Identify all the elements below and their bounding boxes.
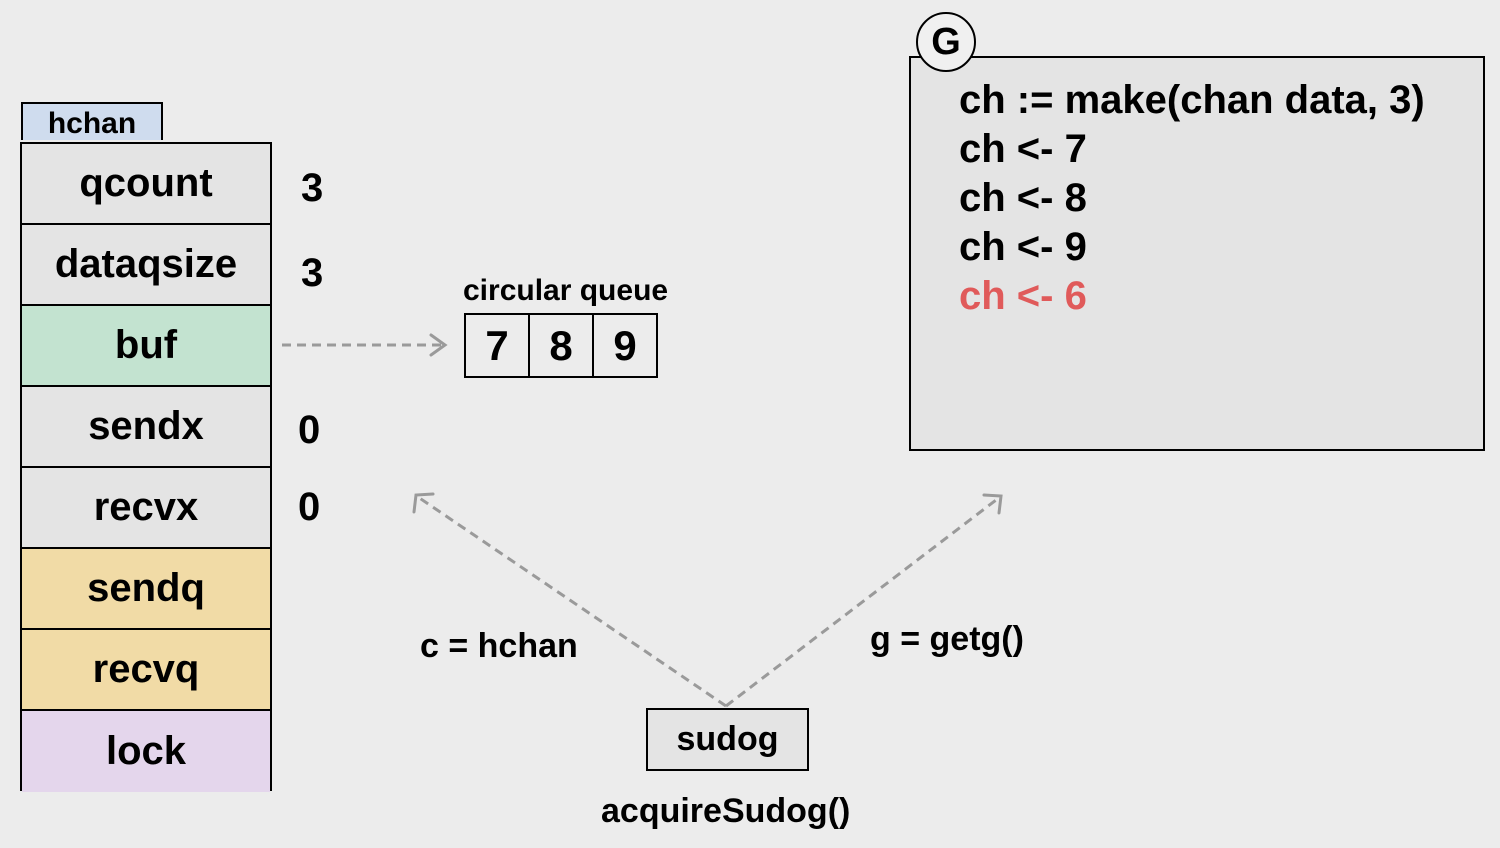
field-buf: buf (22, 306, 270, 387)
sudog-caption: acquireSudog() (601, 792, 851, 830)
hchan-tab: hchan (21, 102, 163, 140)
field-sendx: sendx (22, 387, 270, 468)
dataqsize-value: 3 (301, 251, 324, 295)
queue-cell: 8 (530, 315, 594, 376)
field-sendq: sendq (22, 549, 270, 630)
code-line-highlighted: ch <- 6 (959, 274, 1087, 318)
sendx-value: 0 (298, 408, 321, 452)
qcount-value: 3 (301, 166, 324, 210)
hchan-arrow-head (412, 492, 435, 514)
field-recvq: recvq (22, 630, 270, 711)
sudog-to-g-line (725, 495, 1001, 708)
sudog-box: sudog (646, 708, 809, 771)
field-qcount: qcount (22, 144, 270, 225)
circular-queue-label: circular queue (463, 274, 669, 307)
link-c-label: c = hchan (420, 627, 578, 665)
field-lock: lock (22, 711, 270, 792)
code-line: ch <- 7 (959, 127, 1087, 171)
goroutine-code: ch := make(chan data, 3) ch <- 7 ch <- 8… (959, 76, 1425, 321)
goroutine-box (909, 56, 1485, 451)
recvx-value: 0 (298, 485, 321, 529)
buf-arrow-head (429, 333, 448, 357)
code-line: ch := make(chan data, 3) (959, 78, 1425, 122)
hchan-struct: qcount dataqsize buf sendx recvx sendq r… (20, 142, 272, 792)
field-recvx: recvx (22, 468, 270, 549)
goroutine-badge: G (916, 12, 976, 72)
circular-queue: 7 8 9 (464, 313, 658, 378)
code-line: ch <- 8 (959, 176, 1087, 220)
link-g-label: g = getg() (870, 620, 1024, 658)
g-arrow-head (982, 493, 1003, 515)
sudog-to-hchan-line (417, 495, 727, 708)
queue-cell: 7 (466, 315, 530, 376)
field-dataqsize: dataqsize (22, 225, 270, 306)
code-line: ch <- 9 (959, 225, 1087, 269)
queue-cell: 9 (613, 321, 637, 369)
